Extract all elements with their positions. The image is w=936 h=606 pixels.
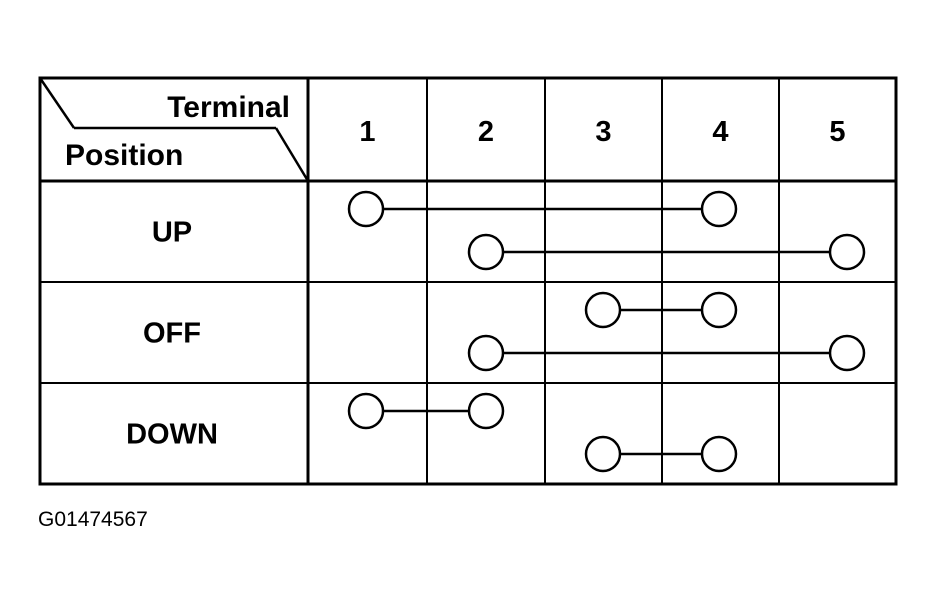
terminal-circle — [828, 233, 866, 271]
position-label: OFF — [143, 318, 201, 350]
header-diagonal-divider — [38, 77, 76, 129]
table-grid — [38, 76, 898, 486]
terminal-circle — [828, 334, 866, 372]
terminal-number-label: 4 — [712, 116, 728, 148]
terminal-number-label: 3 — [595, 116, 611, 148]
terminal-header-label: Terminal — [167, 91, 290, 124]
position-labels: UP OFF DOWN — [126, 217, 218, 451]
terminal-circle — [347, 392, 385, 430]
terminal-number-label: 1 — [359, 116, 375, 148]
position-label: UP — [152, 217, 192, 249]
table-header: Terminal Position — [38, 77, 310, 182]
figure-id-caption: G01474567 — [38, 508, 148, 531]
terminal-circle — [347, 190, 385, 228]
terminal-circle — [700, 190, 738, 228]
terminal-circle — [700, 435, 738, 473]
terminal-circle — [467, 233, 505, 271]
terminal-circle — [467, 392, 505, 430]
terminal-circle — [700, 291, 738, 329]
position-header-label: Position — [65, 139, 183, 172]
terminal-number-label: 2 — [478, 116, 494, 148]
terminal-number-label: 5 — [829, 116, 845, 148]
terminal-labels: 1 2 3 4 5 — [359, 116, 845, 148]
header-diagonal-divider — [274, 127, 310, 182]
terminal-circle — [584, 291, 622, 329]
terminal-circle — [584, 435, 622, 473]
terminal-circle — [467, 334, 505, 372]
continuity-connections — [347, 190, 866, 473]
position-label: DOWN — [126, 419, 218, 451]
